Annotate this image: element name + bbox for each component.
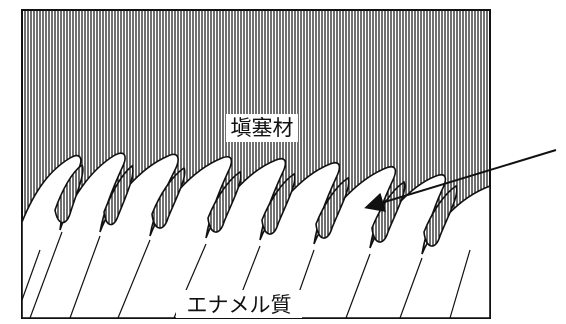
- enamel-label: エナメル質: [187, 293, 292, 317]
- pointer-arrow: [364, 149, 557, 212]
- etch-pit-6: [315, 176, 350, 239]
- etch-pits: [54, 163, 458, 247]
- filling-label-bg: [226, 114, 298, 142]
- etch-pit-1: [54, 163, 84, 224]
- etch-pit-3: [151, 166, 186, 229]
- etch-pit-8: [423, 184, 458, 247]
- filling-label: 塡塞材: [231, 116, 294, 140]
- enamel-label-bg: [176, 290, 302, 318]
- etch-pit-2: [103, 164, 134, 226]
- etch-pit-5: [261, 172, 296, 235]
- etch-pit-4: [207, 170, 242, 233]
